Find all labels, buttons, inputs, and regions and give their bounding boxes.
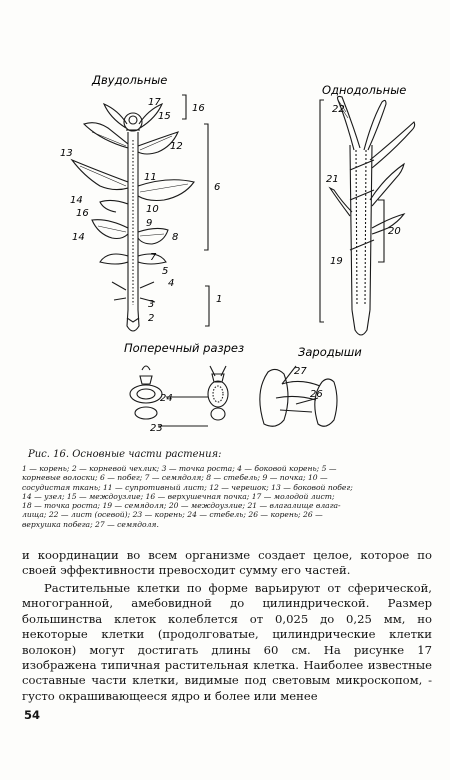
embryos-drawing [259,365,338,427]
plant-parts-figure: Двудольные Однодольные Поперечный разрез… [60,73,416,434]
legend-line: сосудистая ткань; 11 — супротивный лист;… [22,482,353,492]
figure-label: 6 [214,182,220,193]
legend-line: корневые волоски; 6 — побег; 7 — семядол… [22,473,328,483]
legend-line: 1 — корень; 2 — корневой чехлик; 3 — точ… [22,464,337,473]
figure-legend: 1 — корень; 2 — корневой чехлик; 3 — точ… [22,464,432,529]
figure-label: 17 [148,97,161,108]
figure-label: 15 [158,111,171,122]
dicot-plant-drawing [70,102,195,332]
figure-label: 16 [192,103,205,114]
body-paragraph-2: Растительные клетки по форме варьируют о… [22,581,432,703]
figure-label: 7 [150,252,157,263]
cross-section-drawing [129,365,229,427]
figure-caption-title: Рис. 16. Основные части растения: [28,449,222,460]
body-paragraph-1: и координации во всем организме создает … [22,548,432,578]
figure-label: 4 [168,278,174,289]
figure-label: 14 [72,232,85,243]
figure-label: 27 [294,366,307,377]
embryos-heading: Зародыши [298,345,362,359]
figure-label: 23 [150,423,163,434]
page-number: 54 [24,708,41,722]
figure-label: 16 [76,208,89,219]
cross-section-heading: Поперечный разрез [124,341,244,355]
monocot-plant-drawing [328,95,416,336]
figure-label: 10 [146,204,159,215]
figure-label: 12 [170,141,183,152]
figure-label: 21 [326,174,339,185]
legend-line: верхушка побега; 27 — семядоля. [22,519,159,529]
figure-label: 20 [388,226,401,237]
figure-label: 3 [148,299,154,310]
figure-label: 5 [162,266,168,277]
figure-label: 22 [332,104,345,115]
figure-label: 2 [148,313,154,324]
figure-label: 8 [172,232,178,243]
legend-line: 14 — узел; 15 — междоузлие; 16 — верхуше… [22,491,335,501]
figure-label: 14 [70,195,83,206]
figure-label: 19 [330,256,343,267]
legend-line: лища; 22 — лист (осевой); 23 — корень; 2… [22,510,323,520]
figure-label: 9 [146,218,152,229]
legend-line: 18 — точка роста; 19 — семядоля; 20 — ме… [22,501,341,511]
figure-label: 13 [60,148,73,159]
figure-label: 26 [310,389,323,400]
dicot-heading: Двудольные [91,73,167,87]
figure-label: 11 [144,172,157,183]
figure-label: 24 [160,393,173,404]
figure-label: 1 [216,294,222,305]
monocot-heading: Однодольные [322,83,406,97]
